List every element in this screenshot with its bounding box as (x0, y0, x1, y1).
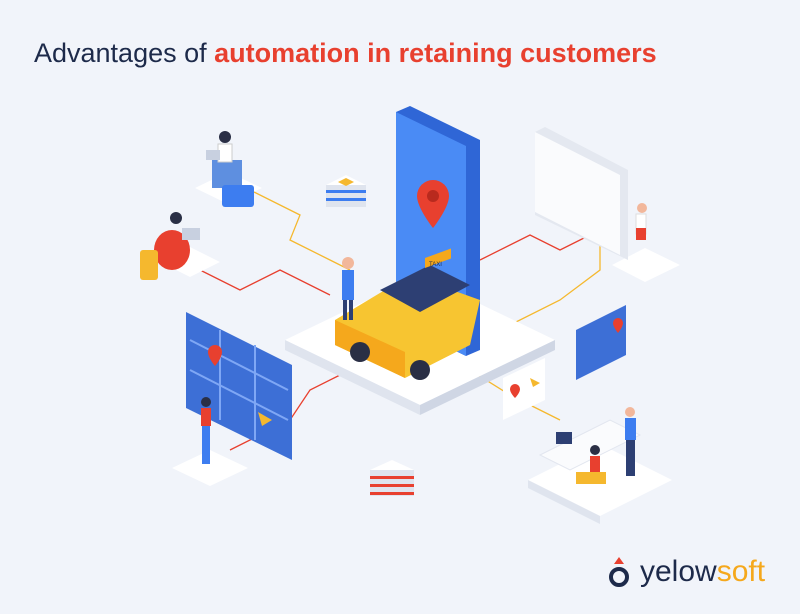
logo-mark-icon (609, 557, 629, 587)
briefcase-icon (222, 185, 254, 207)
driver-figure (342, 257, 354, 320)
map-pin-icon (208, 345, 222, 366)
map-board (172, 312, 292, 486)
monitor (535, 127, 680, 282)
title-prefix: Advantages of (34, 38, 215, 68)
server-stack-yellow (326, 175, 366, 207)
page-title: Advantages of automation in retaining cu… (34, 38, 657, 69)
server-stack-red (370, 460, 414, 496)
navigation-arrow-icon (258, 412, 272, 426)
map-pin-icon (417, 180, 449, 228)
suitcase-icon (140, 250, 158, 280)
logo-text-yelow: yelow (640, 555, 717, 588)
title-highlight: automation in retaining customers (214, 38, 657, 68)
taxi-sign: TAXI (429, 262, 442, 268)
office-desk (528, 407, 672, 524)
navigation-arrow-icon (530, 378, 540, 387)
map-pin-icon (510, 384, 520, 398)
logo-text-soft: soft (716, 555, 766, 588)
taxi: TAXI (335, 248, 480, 380)
small-map-card (576, 305, 626, 380)
location-card (503, 358, 545, 420)
person-with-laptop (195, 131, 262, 207)
woman-in-chair (140, 212, 220, 280)
platform-side (285, 340, 420, 415)
map-pin-icon (613, 318, 623, 333)
platform-side (420, 340, 555, 415)
